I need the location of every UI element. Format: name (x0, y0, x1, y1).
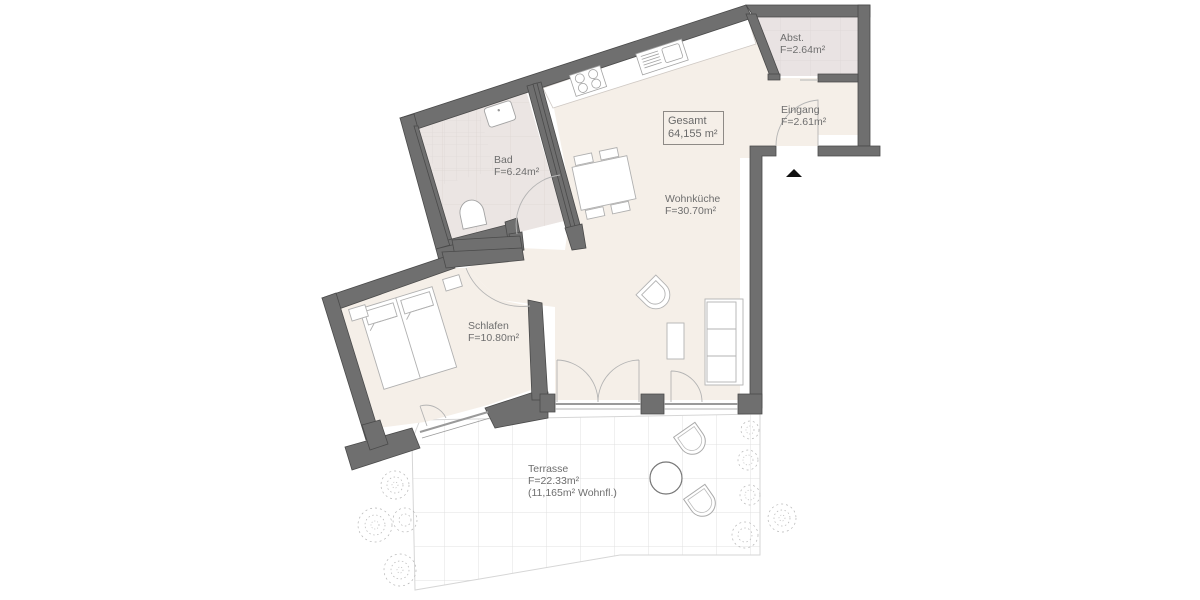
room-label-schlafen: Schlafen F=10.80m² (468, 320, 519, 344)
washbasin-icon (483, 100, 517, 128)
plant-icon (392, 507, 418, 533)
room-name: Bad (494, 154, 513, 166)
room-label-terrasse: Terrasse F=22.33m² (11,165m² Wohnfl.) (528, 463, 617, 499)
plant-icon (737, 449, 759, 471)
plant-icon (731, 521, 759, 549)
total-area-title: Gesamt (668, 115, 707, 127)
room-area: F=2.64m² (780, 44, 826, 56)
plant-icon (740, 420, 760, 440)
room-label-abstellraum: Abst. F=2.64m² (780, 32, 825, 56)
plants (357, 420, 797, 587)
dining-table (571, 155, 637, 211)
bath-fixtures (459, 100, 517, 230)
plant-icon (383, 553, 417, 587)
total-area-box: Gesamt 64,155 m² (663, 111, 724, 145)
floor-eingang (762, 80, 858, 146)
room-label-wohnkueche: Wohnküche F=30.70m² (665, 193, 720, 217)
terrace-chair-2 (682, 483, 716, 517)
terrace-chair-1 (672, 421, 706, 455)
toilet-icon (459, 199, 488, 230)
room-area: F=2.61m² (781, 116, 827, 128)
kitchen-fixtures (568, 38, 689, 97)
room-name: Wohnküche (665, 193, 721, 205)
plant-icon (739, 484, 761, 506)
total-area-value: 64,155 m² (668, 128, 718, 140)
room-name: Eingang (781, 104, 820, 116)
sofa-icon (704, 298, 744, 386)
room-name: Schlafen (468, 320, 509, 332)
room-name: Abst. (780, 32, 804, 44)
walls (321, 4, 881, 471)
coffee-table (666, 322, 685, 360)
room-area: F=6.24m² (494, 166, 540, 178)
windows (419, 403, 738, 439)
dining-set (571, 147, 637, 220)
entrance-arrow-icon (786, 169, 802, 177)
room-area: F=10.80m² (468, 332, 520, 344)
room-label-bad: Bad F=6.24m² (494, 154, 539, 178)
room-name: Terrasse (528, 463, 569, 475)
terrace (411, 413, 761, 591)
plant-icon (357, 507, 393, 543)
living-furniture (635, 274, 744, 386)
bed-icon (348, 274, 463, 390)
door-swings (419, 79, 819, 427)
room-area: F=22.33m² (528, 475, 580, 487)
floor-wohnkueche (466, 18, 858, 400)
plant-icon (380, 470, 410, 500)
room-label-eingang: Eingang F=2.61m² (781, 104, 826, 128)
terrace-table (649, 461, 683, 495)
stove-icon (568, 65, 608, 97)
room-note: (11,165m² Wohnfl.) (528, 487, 617, 499)
plant-icon (767, 503, 797, 533)
sink-icon (635, 38, 689, 76)
room-area: F=30.70m² (665, 205, 717, 217)
armchair-icon (635, 274, 671, 310)
